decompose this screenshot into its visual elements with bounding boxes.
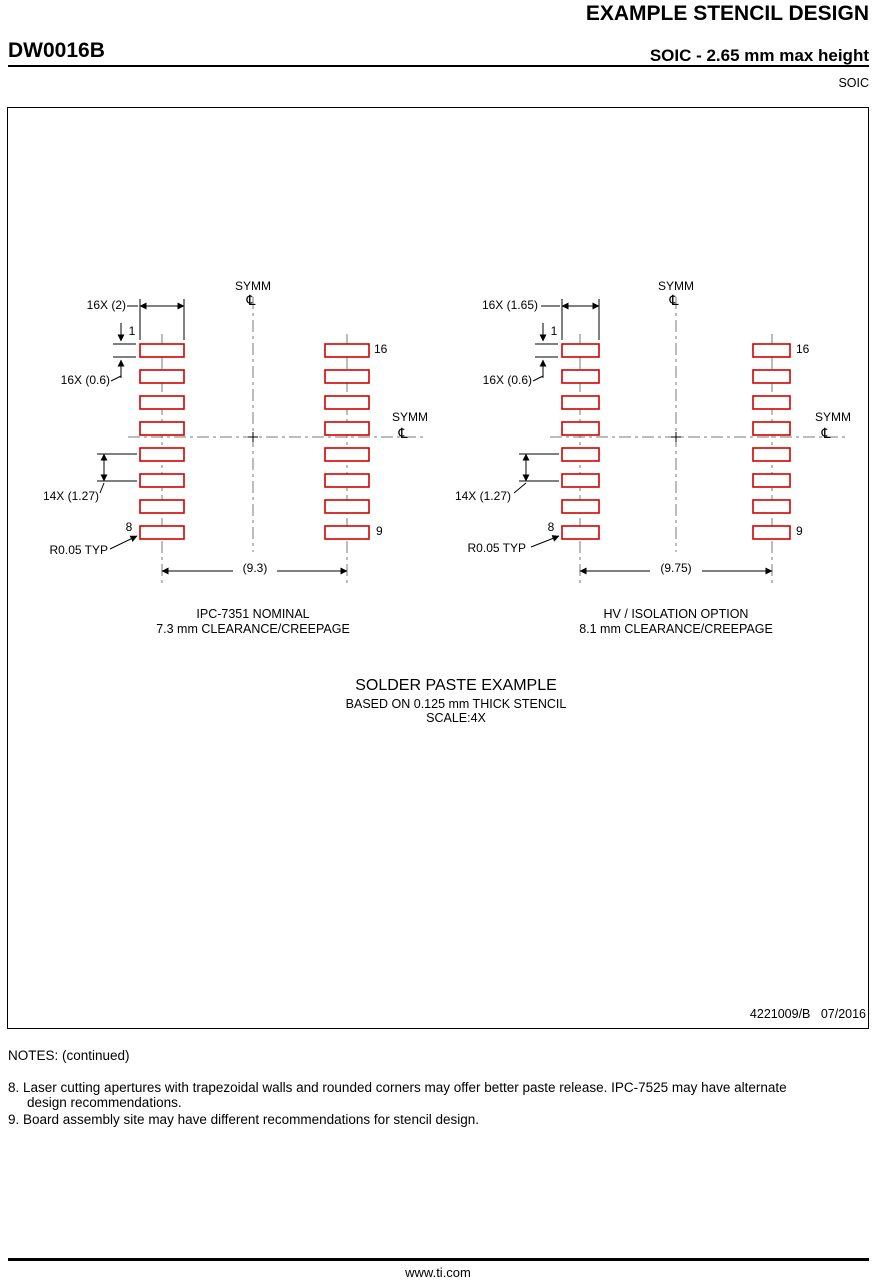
pad-height-dim-label-left: 16X (0.6) bbox=[60, 373, 110, 388]
pin9-label-right: 9 bbox=[796, 524, 803, 539]
centerline-symbol-top-right: ℄ bbox=[669, 293, 679, 309]
note-8-line2: design recommendations. bbox=[27, 1095, 182, 1110]
document-number: 4221009/B 07/2016 bbox=[749, 1007, 866, 1021]
pin8-label-right: 8 bbox=[547, 520, 555, 535]
pitch-dim-label-left: 14X (1.27) bbox=[42, 489, 99, 504]
caption-line2-right: 8.1 mm CLEARANCE/CREEPAGE bbox=[579, 622, 773, 636]
drawing-frame bbox=[7, 107, 869, 1029]
caption-line2-left: 7.3 mm CLEARANCE/CREEPAGE bbox=[156, 622, 350, 636]
symm-top-label-left: SYMM bbox=[235, 279, 271, 293]
solder-paste-title: SOLDER PASTE EXAMPLE bbox=[355, 677, 557, 694]
pitch-dim-label-right: 14X (1.27) bbox=[454, 489, 511, 504]
solder-paste-subtitle1: BASED ON 0.125 mm THICK STENCIL bbox=[345, 697, 567, 711]
package-type-label: SOIC bbox=[838, 76, 869, 90]
symm-side-label-right: SYMM bbox=[815, 410, 851, 425]
span-dim-label-right: (9.75) bbox=[660, 561, 692, 576]
footer-url: www.ti.com bbox=[405, 1265, 471, 1280]
pin16-label-left: 16 bbox=[374, 342, 388, 357]
note-9: 9. Board assembly site may have differen… bbox=[8, 1112, 479, 1127]
part-number: DW0016B bbox=[8, 39, 105, 62]
solder-paste-subtitle2: SCALE:4X bbox=[426, 711, 486, 725]
span-dim-label-left: (9.3) bbox=[242, 561, 268, 576]
radius-note-label-right: R0.05 TYP bbox=[467, 541, 526, 556]
pad-height-dim-label-right: 16X (0.6) bbox=[482, 373, 532, 388]
notes-heading: NOTES: (continued) bbox=[8, 1048, 130, 1063]
radius-note-label-left: R0.05 TYP bbox=[49, 543, 108, 558]
symm-side-label-left: SYMM bbox=[392, 410, 428, 425]
note-8-line1: 8. Laser cutting apertures with trapezoi… bbox=[8, 1080, 787, 1095]
page-title: EXAMPLE STENCIL DESIGN bbox=[585, 2, 869, 25]
pin16-label-right: 16 bbox=[796, 342, 810, 357]
pin1-label-right: 1 bbox=[550, 324, 558, 339]
caption-line1-right: HV / ISOLATION OPTION bbox=[603, 607, 749, 621]
pin1-label-left: 1 bbox=[128, 324, 136, 339]
caption-line1-left: IPC-7351 NOMINAL bbox=[196, 607, 310, 621]
centerline-symbol-side-left: ℄ bbox=[398, 425, 408, 442]
pad-width-dim-label-right: 16X (1.65) bbox=[481, 298, 538, 313]
centerline-symbol-side-right: ℄ bbox=[821, 425, 831, 442]
footer-rule bbox=[8, 1258, 869, 1261]
symm-top-label-right: SYMM bbox=[658, 279, 694, 293]
pad-width-dim-label-left: 16X (2) bbox=[86, 298, 126, 313]
pin9-label-left: 9 bbox=[376, 524, 383, 539]
header-rule bbox=[8, 65, 869, 67]
package-subtitle: SOIC - 2.65 mm max height bbox=[649, 46, 869, 65]
centerline-symbol-top-left: ℄ bbox=[246, 293, 256, 309]
pin8-label-left: 8 bbox=[125, 520, 133, 535]
